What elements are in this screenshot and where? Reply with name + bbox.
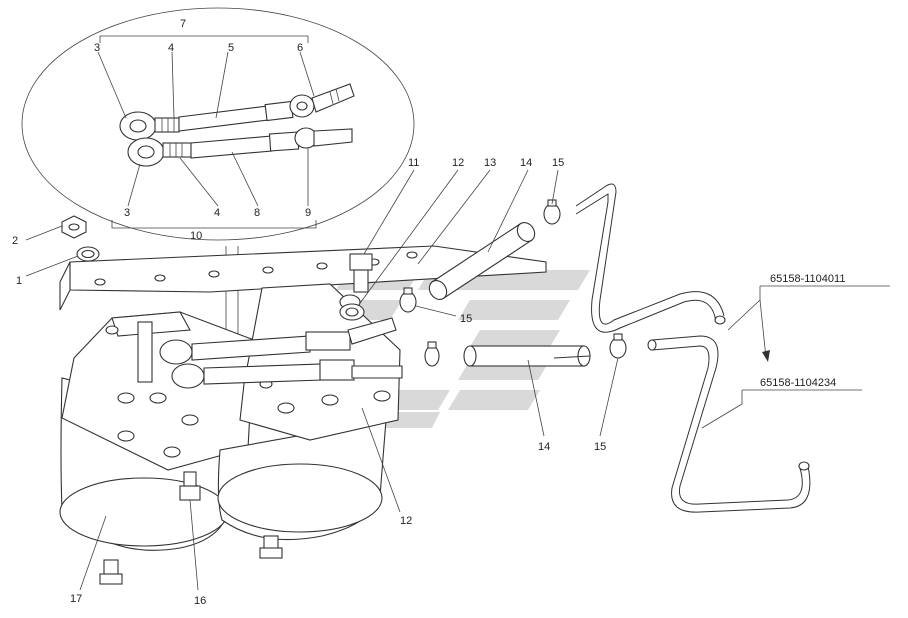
item-labels: 7 3 4 5 6 3 4 8 9 10 2 1 11 12 13 14 15 … (12, 18, 606, 607)
part-number-tube-b: 65158-1104234 (760, 377, 836, 389)
fuel-tube-upper (553, 183, 726, 359)
hose-14-upper (428, 221, 536, 301)
label-15-bottom: 15 (594, 441, 606, 453)
label-15-mid: 15 (460, 313, 472, 325)
label-9: 9 (305, 207, 311, 219)
label-6: 6 (297, 42, 303, 54)
clamp-15-right (609, 333, 627, 359)
detail-inset (21, 7, 415, 241)
hose-assembly-upper (119, 83, 355, 141)
label-14-bottom: 14 (538, 441, 550, 453)
hose-assembly-lower (127, 127, 353, 167)
label-13: 13 (484, 157, 496, 169)
label-11: 11 (408, 157, 419, 169)
part-number-callout-b: 65158-1104234 (701, 377, 862, 429)
filter-right (217, 253, 401, 559)
label-1: 1 (16, 275, 22, 287)
label-2: 2 (12, 235, 18, 247)
label-5: 5 (228, 42, 234, 54)
label-14-top: 14 (520, 157, 532, 169)
label-4-bottom: 4 (214, 207, 220, 219)
label-16: 16 (194, 595, 206, 607)
part-number-callout-a: 65158-1104011 (727, 273, 890, 362)
label-15-top: 15 (552, 157, 564, 169)
label-17: 17 (70, 593, 82, 605)
mounting-bracket (59, 245, 547, 311)
clamp-15-low (424, 341, 440, 367)
label-3-bottom: 3 (124, 207, 130, 219)
hose-main-upper (159, 317, 397, 365)
label-10: 10 (190, 230, 202, 242)
filter-left (59, 311, 255, 585)
washer-12 (339, 303, 365, 321)
part-number-tube-a: 65158-1104011 (770, 273, 845, 285)
washer-1 (76, 246, 100, 262)
label-8: 8 (254, 207, 260, 219)
label-12-top: 12 (452, 157, 464, 169)
fuel-tube-lower (647, 335, 811, 513)
label-7: 7 (180, 18, 186, 30)
label-4-top: 4 (168, 42, 174, 54)
label-12-bottom: 12 (400, 515, 412, 527)
nut-2 (61, 215, 87, 239)
label-3-top: 3 (94, 42, 100, 54)
hose-main-lower (171, 359, 403, 389)
leader-lines (25, 169, 619, 591)
clamp-15-mid (399, 287, 417, 313)
hose-14-lower (463, 345, 591, 367)
